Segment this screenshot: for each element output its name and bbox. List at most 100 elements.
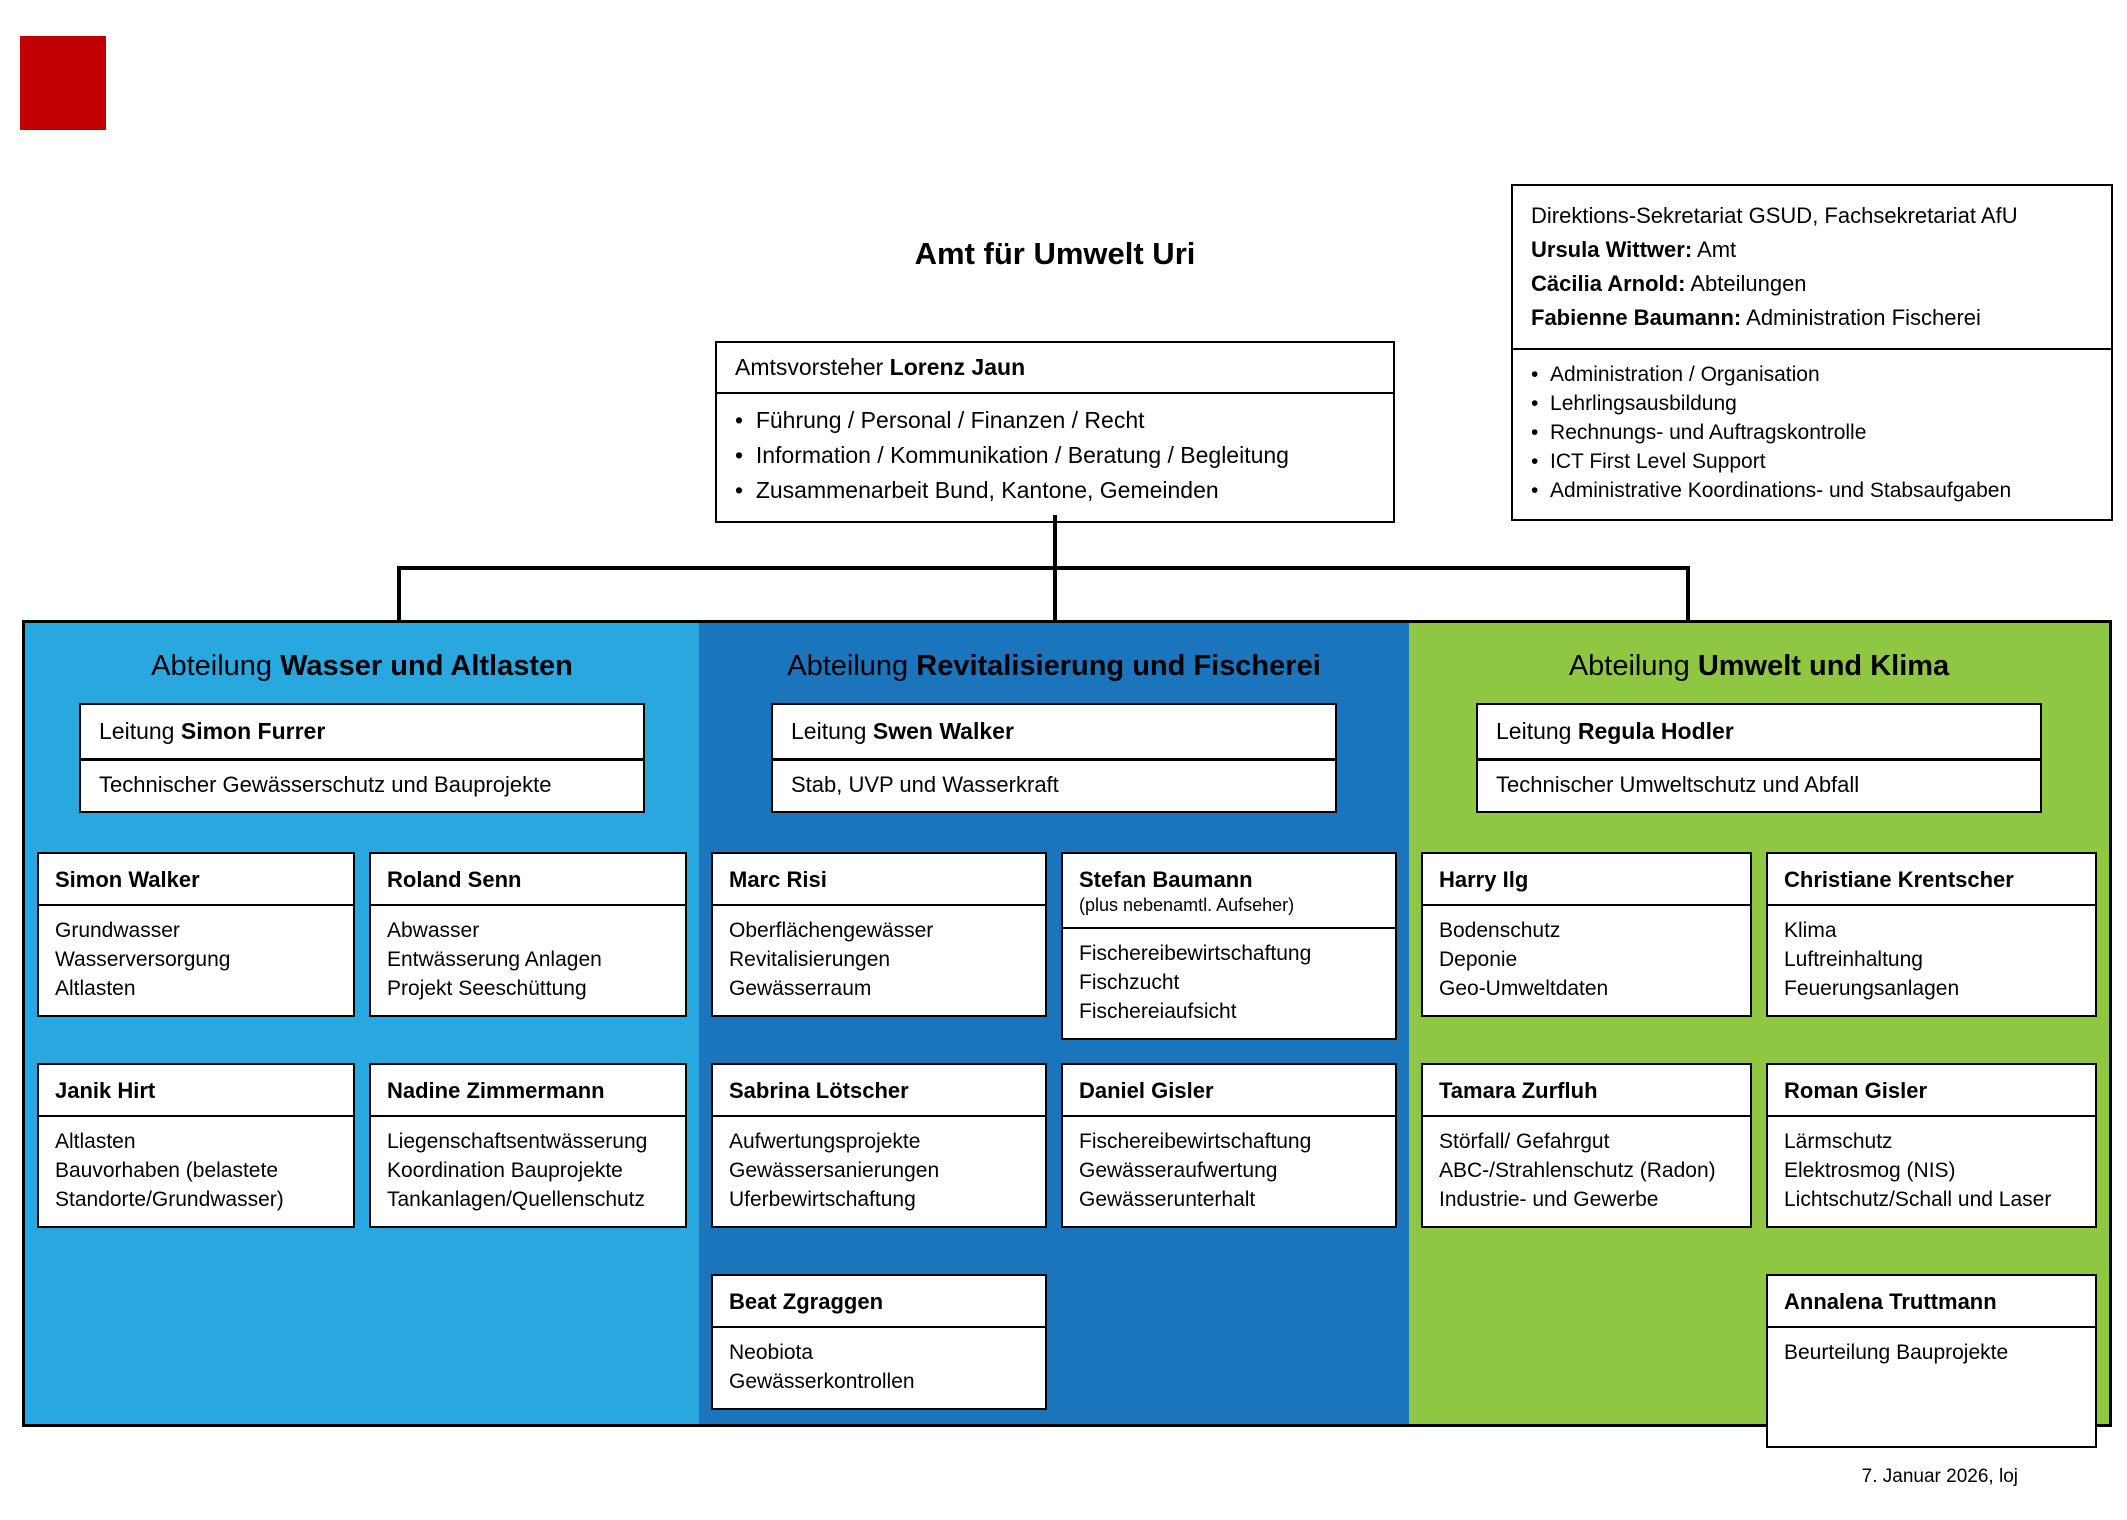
page-title: Amt für Umwelt Uri <box>914 236 1196 271</box>
task-line: Altlasten <box>55 977 136 1000</box>
task-line: Wasserversorgung <box>55 948 231 971</box>
department-title-prefix: Abteilung <box>151 650 281 682</box>
department-title-prefix: Abteilung <box>787 650 917 682</box>
task-line: Beurteilung Bauprojekte <box>1784 1341 2009 1364</box>
bullet-item: Information / Kommunikation / Beratung /… <box>735 438 1375 473</box>
bullet-item: Rechnungs- und Auftragskontrolle <box>1531 418 2093 447</box>
connector-horizontal <box>397 566 1690 570</box>
task-line: Uferbewirtschaftung <box>729 1188 916 1211</box>
task-line: Luftreinhaltung <box>1784 948 1923 971</box>
office-head-tasks: Führung / Personal / Finanzen / RechtInf… <box>717 394 1393 521</box>
task-line: Bodenschutz <box>1439 919 1561 942</box>
department-lead-subtitle: Technischer Gewässerschutz und Bauprojek… <box>99 772 552 797</box>
staff-tasks: Beurteilung Bauprojekte <box>1768 1328 2095 1446</box>
lead-name: Simon Furrer <box>180 718 326 744</box>
task-line: Altlasten <box>55 1130 136 1153</box>
task-line: Geo-Umweltdaten <box>1439 977 1609 1000</box>
staff-name: Simon Walker <box>39 854 353 906</box>
task-line: Liegenschaftsentwässerung <box>387 1130 648 1153</box>
task-line: Lärmschutz <box>1784 1130 1893 1153</box>
task-line: Aufwertungsprojekte <box>729 1130 921 1153</box>
connector-vertical-top <box>1053 515 1057 568</box>
secretariat-box: Direktions-Sekretariat GSUD, Fachsekreta… <box>1511 184 2113 521</box>
department-umwelt-und-klima: Abteilung Umwelt und Klima Leitung Regul… <box>1409 623 2109 1448</box>
task-line: ABC-/Strahlenschutz (Radon) <box>1439 1159 1716 1182</box>
task-line: Fischereibewirtschaftung <box>1079 1130 1312 1153</box>
lead-label: Leitung <box>791 718 873 744</box>
person-name: Ursula Wittwer: <box>1531 237 1693 262</box>
staff-name: Daniel Gisler <box>1063 1065 1395 1117</box>
task-line: Fischereibewirtschaftung <box>1079 942 1312 965</box>
person-name: Fabienne Baumann: <box>1531 305 1742 330</box>
staff-name-text: Stefan Baumann <box>1079 867 1253 892</box>
department-lead-subtitle: Technischer Umweltschutz und Abfall <box>1496 772 1860 797</box>
task-line: Koordination Bauprojekte <box>387 1159 623 1182</box>
task-line: Lichtschutz/Schall und Laser <box>1784 1188 2052 1211</box>
department-lead: Leitung Simon Furrer <box>81 705 643 761</box>
task-line: Deponie <box>1439 948 1518 971</box>
lead-label: Leitung <box>99 718 181 744</box>
staff-name: Janik Hirt <box>39 1065 353 1117</box>
department-lead-box: Leitung Regula Hodler Technischer Umwelt… <box>1476 703 2042 813</box>
person-area: Abteilungen <box>1685 271 1807 296</box>
department-lead-subtitle: Stab, UVP und Wasserkraft <box>791 772 1059 797</box>
task-line: Gewässerunterhalt <box>1079 1188 1256 1211</box>
department-title-name: Revitalisierung und Fischerei <box>916 650 1321 682</box>
staff-card: Stefan Baumann(plus nebenamtl. Aufseher)… <box>1061 852 1397 1040</box>
lead-label: Leitung <box>1496 718 1578 744</box>
bullet-item: Zusammenarbeit Bund, Kantone, Gemeinden <box>735 473 1375 508</box>
task-line: Elektrosmog (NIS) <box>1784 1159 1956 1182</box>
secretariat-person: Cäcilia Arnold: Abteilungen <box>1531 267 2093 301</box>
connector-stub-right <box>1686 566 1690 622</box>
department-title: Abteilung Wasser und Altlasten <box>25 649 699 683</box>
task-line: Entwässerung Anlagen <box>387 948 602 971</box>
department-revitalisierung-und-fischerei: Abteilung Revitalisierung und Fischerei … <box>699 623 1409 1424</box>
staff-name: Christiane Krentscher <box>1768 854 2095 906</box>
staff-card: Nadine Zimmermann Liegenschaftsentwässer… <box>369 1063 687 1228</box>
task-line: Klima <box>1784 919 1837 942</box>
department-lead: Leitung Regula Hodler <box>1478 705 2040 761</box>
bullet-item: ICT First Level Support <box>1531 447 2093 476</box>
secretariat-person: Fabienne Baumann: Administration Fischer… <box>1531 301 2093 335</box>
staff-name: Roland Senn <box>371 854 685 906</box>
office-head-name: Lorenz Jaun <box>889 354 1026 380</box>
staff-name: Beat Zgraggen <box>713 1276 1045 1328</box>
logo-red-marker <box>20 36 106 130</box>
connector-stub-left <box>397 566 401 622</box>
staff-name: Harry Ilg <box>1423 854 1750 906</box>
department-title-name: Umwelt und Klima <box>1697 650 1950 682</box>
task-line: Feuerungsanlagen <box>1784 977 1960 1000</box>
task-line: Revitalisierungen <box>729 948 891 971</box>
staff-name: Nadine Zimmermann <box>371 1065 685 1117</box>
task-line: Grundwasser <box>55 919 180 942</box>
staff-name: Annalena Truttmann <box>1768 1276 2095 1328</box>
task-line: Gewässeraufwertung <box>1079 1159 1278 1182</box>
staff-card: Annalena Truttmann Beurteilung Bauprojek… <box>1766 1274 2097 1448</box>
bullet-item: Führung / Personal / Finanzen / Recht <box>735 403 1375 438</box>
person-area: Amt <box>1692 237 1737 262</box>
staff-name: Marc Risi <box>713 854 1045 906</box>
department-title-prefix: Abteilung <box>1568 650 1698 682</box>
person-name: Cäcilia Arnold: <box>1531 271 1686 296</box>
office-head-title: Amtsvorsteher Lorenz Jaun <box>717 343 1393 394</box>
bullet-item: Lehrlingsausbildung <box>1531 389 2093 418</box>
task-line: Gewässerraum <box>729 977 872 1000</box>
task-line: Gewässersanierungen <box>729 1159 940 1182</box>
